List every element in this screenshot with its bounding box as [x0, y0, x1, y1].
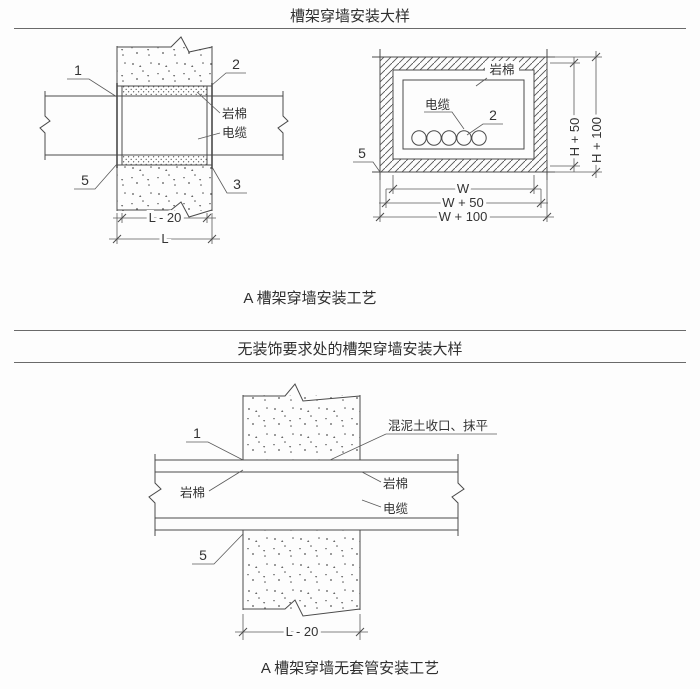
- callout-5-leader: [192, 533, 244, 565]
- caption-detail-b: A 槽架穿墙无套管安装工艺: [260, 660, 440, 677]
- tray-rect: [402, 79, 525, 150]
- cable-circle: [456, 130, 472, 146]
- sheet-title-1: 槽架穿墙安装大样: [289, 8, 410, 25]
- rockwool-packing-bottom: [122, 155, 207, 165]
- callouts: 1 2 5 3: [67, 56, 247, 194]
- callout-1: 1: [74, 62, 82, 78]
- sheet-title-2: 无装饰要求处的槽架穿墙安装大样: [237, 341, 463, 358]
- cable-label: 电缆: [222, 126, 248, 140]
- callout-5: 5: [358, 145, 366, 161]
- tray-break-right: [277, 91, 289, 160]
- rockwool-label-left: 岩棉: [180, 485, 205, 500]
- concrete-finish-label: 混泥土收口、抹平: [388, 419, 488, 433]
- dim-l-minus-20: L - 20: [286, 624, 319, 639]
- opening-rect: [392, 69, 535, 160]
- wall-break-top: [243, 383, 361, 402]
- rockwool-right-leader: [361, 471, 382, 483]
- labels: 岩棉 电缆 2 5: [353, 61, 519, 173]
- dimensions-bottom: L - 20 L: [109, 207, 220, 249]
- cable-tray: [39, 91, 289, 160]
- callout-5: 5: [199, 547, 207, 563]
- cable-circle: [471, 130, 487, 146]
- detail-a-section-drawing: 1 2 5 3 岩棉 电缆 L - 20 L: [39, 36, 289, 249]
- wall-break-bottom: [243, 599, 361, 617]
- rockwool-packing-top: [122, 86, 207, 96]
- wall-hatch-band: [380, 57, 547, 172]
- cable-label: 电缆: [425, 98, 451, 112]
- dim-w: W: [457, 181, 470, 196]
- rockwool-label-bg: [485, 61, 519, 78]
- wall-break-top: [117, 36, 213, 53]
- concrete-finish-leader: [329, 433, 387, 461]
- rockwool-leader: [475, 77, 488, 87]
- cable-circle: [411, 130, 427, 146]
- callout-5: 5: [81, 172, 89, 188]
- cable-circle: [441, 130, 457, 146]
- sleeve: [116, 83, 213, 168]
- callout-2-leader: [211, 72, 246, 86]
- wall-break-bottom: [117, 201, 213, 218]
- rockwool-label: 岩棉: [222, 106, 247, 121]
- cable-tray-front: [402, 79, 525, 150]
- wall-section: [116, 36, 213, 218]
- callout-2: 2: [232, 56, 240, 72]
- tray-break-left: [148, 454, 162, 536]
- callout-1-leader: [186, 441, 244, 461]
- rockwool-label-right: 岩棉: [383, 476, 408, 491]
- cable-circle: [426, 130, 442, 146]
- cable-leader: [197, 132, 221, 140]
- cable-leader: [361, 499, 382, 508]
- callout-5-leader: [353, 161, 381, 173]
- rockwool-label: 岩棉: [489, 62, 514, 77]
- detail-a-front-drawing: 岩棉 电缆 2 5 W W + 50 W + 100 H: [353, 49, 607, 227]
- dim-w50: W + 50: [442, 195, 484, 210]
- dim-l: L: [161, 231, 168, 246]
- callout-1: 1: [193, 425, 201, 441]
- material-labels: 岩棉 电缆: [196, 91, 248, 140]
- dimensions-bottom: L - 20: [235, 614, 368, 642]
- wall-opening: [372, 49, 555, 180]
- wall-section: [242, 383, 361, 617]
- title-divider-line-1: [14, 28, 686, 29]
- dim-h100: H + 100: [589, 117, 604, 163]
- dim-l-minus-20: L - 20: [149, 210, 182, 225]
- callout-2: 2: [489, 107, 497, 123]
- callout-3-leader: [211, 166, 247, 194]
- rockwool-left-leader: [208, 469, 244, 492]
- dim-h50: H + 50: [567, 118, 582, 157]
- callout-3: 3: [233, 176, 241, 192]
- detail-b-section-drawing: 1 5 混泥土收口、抹平 岩棉 岩棉 电缆 L - 20: [148, 383, 497, 642]
- dimensions-height: H + 50 H + 100: [550, 51, 607, 178]
- cable-label: 电缆: [383, 502, 409, 516]
- material-labels: 混泥土收口、抹平 岩棉 岩棉 电缆: [180, 419, 497, 516]
- rockwool-leader: [196, 91, 221, 114]
- cable-leader: [424, 111, 465, 130]
- caption-detail-a: A 槽架穿墙安装工艺: [243, 290, 377, 307]
- callout-5-leader: [74, 163, 118, 190]
- cable-tray: [148, 454, 465, 536]
- callout-2-leader: [466, 123, 503, 136]
- tray-break-right: [451, 454, 465, 536]
- dim-w100: W + 100: [439, 209, 488, 224]
- callout-1-leader: [67, 78, 118, 98]
- callouts: 1 5: [186, 425, 244, 565]
- dimensions-width: W W + 50 W + 100: [373, 175, 554, 227]
- section-divider-line-bottom: [14, 362, 686, 363]
- section-divider-line-top: [14, 330, 686, 331]
- tray-break-left: [39, 91, 51, 160]
